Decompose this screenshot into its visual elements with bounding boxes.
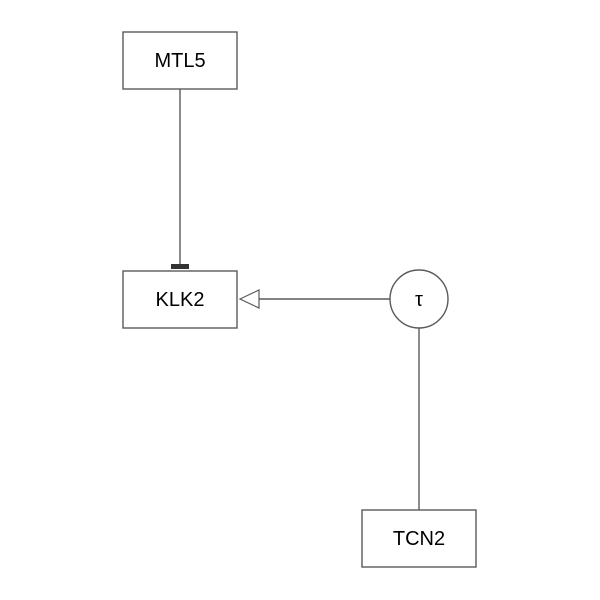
node-klk2[interactable]: KLK2 <box>122 270 238 329</box>
node-tau[interactable]: τ <box>389 269 449 329</box>
node-tau-circle <box>389 269 449 329</box>
node-mtl5[interactable]: MTL5 <box>122 31 238 90</box>
node-tcn2-label: TCN2 <box>393 528 445 550</box>
stimulation-arrowhead <box>238 289 260 309</box>
node-tcn2[interactable]: TCN2 <box>361 509 477 568</box>
node-tau-label: τ <box>415 289 423 311</box>
node-tcn2-box <box>361 509 477 568</box>
node-mtl5-box <box>122 31 238 90</box>
inhibition-bar <box>171 264 189 269</box>
node-mtl5-label: MTL5 <box>154 50 205 72</box>
node-klk2-label: KLK2 <box>156 289 205 311</box>
node-klk2-box <box>122 270 238 329</box>
